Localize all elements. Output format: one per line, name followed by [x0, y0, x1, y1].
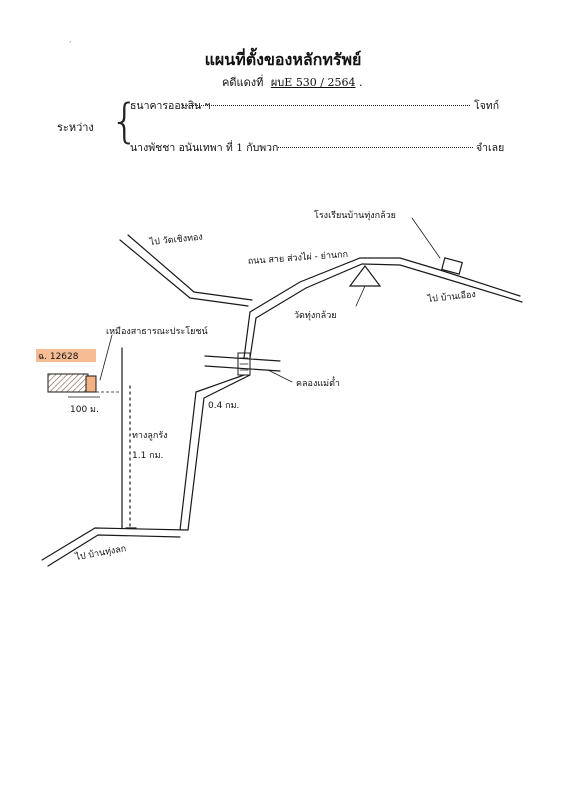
speck: ·	[69, 38, 72, 47]
page-title: แผนที่ตั้งของหลักทรัพย์	[204, 50, 362, 69]
canal-lines	[204, 352, 281, 376]
label-left-note: เหมืองสาธารณะประโยชน์	[106, 325, 208, 337]
school-building	[411, 217, 463, 275]
label-top-left-road: ไป วัดเชิงทอง	[148, 231, 203, 248]
note-leader	[99, 334, 113, 381]
label-distance-left: 100 ม.	[70, 405, 99, 415]
property-plot	[47, 373, 120, 398]
label-temple: วัดทุ่งกล้วย	[294, 310, 337, 321]
label-plot-tag: ฉ. 12628	[38, 352, 79, 362]
defendant-name: นางพัชชา อนันเทพา ที่ 1 กับพวก	[130, 142, 279, 154]
canal-leader	[267, 369, 293, 383]
label-main-road: ถนน สาย ส่วงไผ่ - ย่านกก	[247, 249, 348, 267]
laterite-lane	[121, 347, 137, 529]
plot-tag-highlight	[36, 349, 96, 362]
defendant-dotted-line	[278, 147, 473, 148]
party-brace: {	[110, 94, 140, 148]
case-row: คดีแดงที่ ผบE 530 / 2564 .	[222, 76, 363, 89]
between-label: ระหว่าง	[57, 121, 94, 134]
label-distance-road: 0.4 กม.	[208, 401, 239, 411]
defendant-role: จำเลย	[476, 142, 505, 154]
label-lane-name: ทางลูกรัง	[132, 431, 168, 441]
label-lane-distance: 1.1 กม.	[132, 451, 163, 461]
label-east-road: ไป บ้านเอือง	[426, 289, 476, 305]
road-to-canal	[243, 311, 257, 359]
plaintiff-role: โจทก์	[474, 100, 500, 112]
label-canal: คลองแม่ต๋ำ	[296, 376, 340, 389]
case-number: ผบE 530 / 2564	[270, 76, 356, 89]
case-label: คดีแดงที่	[222, 76, 264, 89]
bottom-road	[41, 527, 189, 567]
plaintiff-dotted-line	[182, 105, 470, 106]
main-road	[249, 257, 523, 319]
label-school: โรงเรียนบ้านทุ่งกล้วย	[314, 210, 396, 221]
temple-symbol	[348, 265, 382, 307]
label-bottom-road: ไป บ้านทุ่งลก	[74, 543, 127, 563]
plaintiff-name: ธนาคารออมสิน ฯ	[130, 100, 211, 112]
road-to-wat-choengthong	[119, 234, 253, 307]
road-south	[179, 374, 251, 531]
